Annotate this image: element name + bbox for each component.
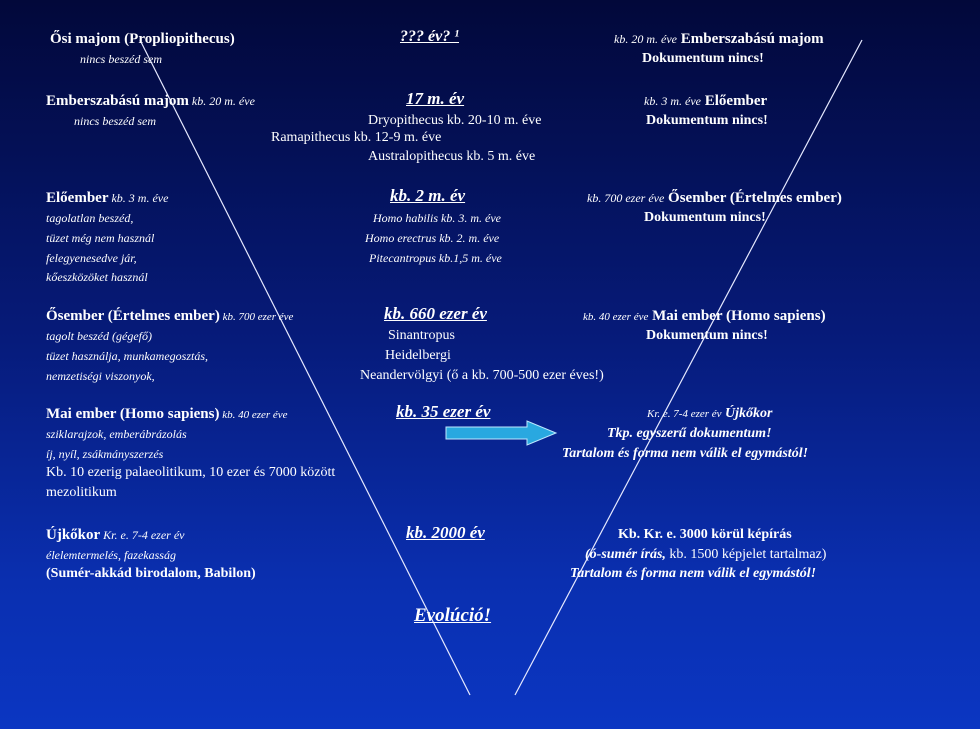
mid-h4-l3: Neandervölgyi (ő a kb. 700-500 ezer éves… [360, 368, 604, 383]
left-r5-l4: mezolitikum [46, 485, 117, 500]
left-r6-title: Újkőkor [46, 527, 101, 543]
left-r6: Újkőkor Kr. e. 7-4 ezer év [46, 526, 184, 545]
right-r3: kb. 700 ezer éve Ősember (Értelmes ember… [587, 189, 842, 208]
mid-h3: kb. 2 m. év [390, 186, 466, 205]
mid-h3-l1: Homo habilis kb. 3. m. éve [373, 211, 501, 225]
right-r1: kb. 20 m. éve Emberszabású majom [614, 30, 824, 49]
left-r5-l3: Kb. 10 ezerig palaeolitikum, 10 ezer és … [46, 465, 336, 480]
right-r3-note: Dokumentum nincs! [644, 210, 766, 225]
left-r1-title: Ősi majom (Propliopithecus) [50, 31, 235, 47]
right-r5-title: Újkőkor [721, 406, 773, 421]
left-r5-age: kb. 40 ezer éve [219, 409, 288, 421]
left-r5-l2: íj, nyíl, zsákmányszerzés [46, 447, 164, 461]
mid-h2-l3: Australopithecus kb. 5 m. éve [368, 149, 536, 164]
left-r4: Ősember (Értelmes ember) kb. 700 ezer év… [46, 307, 293, 326]
right-r5: Kr. e. 7-4 ezer év Újkőkor [647, 405, 773, 423]
mid-h1: ??? év? ¹ [400, 28, 459, 45]
left-r3-l4: kőeszközöket használ [46, 270, 148, 284]
left-r3-l3: felegyenesedve jár, [46, 251, 137, 265]
left-r3: Előember kb. 3 m. éve [46, 189, 168, 208]
mid-h4-l2: Heidelbergi [385, 348, 451, 363]
left-r4-l2: tüzet használja, munkamegosztás, [46, 349, 208, 363]
left-r6-age: Kr. e. 7-4 ezer év [100, 528, 185, 542]
left-r3-l2: tüzet még nem használ [46, 231, 155, 245]
left-r3-l1: tagolatlan beszéd, [46, 211, 134, 225]
right-r5-age: Kr. e. 7-4 ezer év [647, 408, 722, 420]
mid-h2: 17 m. év [406, 89, 465, 108]
arrow-right-icon [445, 420, 558, 446]
left-r4-age: kb. 700 ezer éve [219, 311, 294, 323]
right-r2-note: Dokumentum nincs! [646, 113, 768, 128]
right-r2-age: kb. 3 m. éve [644, 94, 701, 108]
right-r6-title: Kb. Kr. e. 3000 körül képírás [618, 527, 792, 542]
left-r4-title: Ősember (Értelmes ember) [46, 308, 220, 324]
left-r5-l1: sziklarajzok, emberábrázolás [46, 427, 187, 441]
right-r1-age: kb. 20 m. éve [614, 32, 677, 46]
left-r2-age: kb. 20 m. éve [188, 94, 255, 108]
v-line-left [139, 39, 471, 696]
mid-h4: kb. 660 ezer év [384, 304, 487, 323]
mid-h2-l1: Dryopithecus kb. 20-10 m. éve [368, 113, 542, 128]
right-r6-l1a: (ó-sumér írás, [585, 547, 666, 562]
v-line-right [514, 39, 863, 696]
right-r4-title: Mai ember (Homo sapiens) [648, 308, 826, 324]
mid-h2-l2: Ramapithecus kb. 12-9 m. éve [271, 130, 442, 145]
left-r5: Mai ember (Homo sapiens) kb. 40 ezer éve [46, 405, 288, 424]
left-r4-l3: nemzetiségi viszonyok, [46, 369, 155, 383]
right-r3-title: Ősember (Értelmes ember) [664, 190, 842, 206]
right-r5-l2: Tartalom és forma nem válik el egymástól… [562, 446, 809, 461]
right-r4: kb. 40 ezer éve Mai ember (Homo sapiens) [583, 307, 826, 326]
mid-h6: kb. 2000 év [406, 523, 485, 542]
mid-h4-l1: Sinantropus [388, 328, 455, 343]
right-r2: kb. 3 m. éve Előember [644, 92, 767, 111]
right-r3-age: kb. 700 ezer éve [587, 191, 665, 205]
right-r1-note: Dokumentum nincs! [642, 51, 764, 66]
left-r6-l1: élelemtermelés, fazekasság [46, 548, 176, 562]
right-r6-l1: (ó-sumér írás, kb. 1500 képjelet tartalm… [585, 546, 826, 564]
right-r4-age: kb. 40 ezer éve [583, 311, 649, 323]
right-r6-l2: Tartalom és forma nem válik el egymástól… [570, 566, 817, 581]
mid-h5: kb. 35 ezer év [396, 402, 491, 421]
left-r5-title: Mai ember (Homo sapiens) [46, 406, 220, 422]
left-r1-note: nincs beszéd sem [80, 52, 162, 66]
left-r3-age: kb. 3 m. éve [108, 191, 169, 205]
left-r2: Emberszabású majom kb. 20 m. éve [46, 92, 255, 111]
left-r2-note: nincs beszéd sem [74, 114, 156, 128]
right-r1-title: Emberszabású majom [676, 31, 824, 47]
right-r6-l1b: kb. 1500 képjelet tartalmaz) [665, 547, 827, 562]
left-r2-title: Emberszabású majom [46, 93, 189, 109]
left-r6-l2: (Sumér-akkád birodalom, Babilon) [46, 566, 256, 581]
mid-h3-l3: Pitecantropus kb.1,5 m. éve [369, 251, 502, 265]
evolution-footer: Evolúció! [414, 605, 492, 626]
right-r5-l1: Tkp. egyszerű dokumentum! [607, 426, 772, 441]
mid-h3-l2: Homo erectrus kb. 2. m. éve [365, 231, 500, 245]
right-r2-title: Előember [700, 93, 768, 109]
left-r4-l1: tagolt beszéd (gégefő) [46, 329, 152, 343]
right-r4-note: Dokumentum nincs! [646, 328, 768, 343]
left-r3-title: Előember [46, 190, 109, 206]
